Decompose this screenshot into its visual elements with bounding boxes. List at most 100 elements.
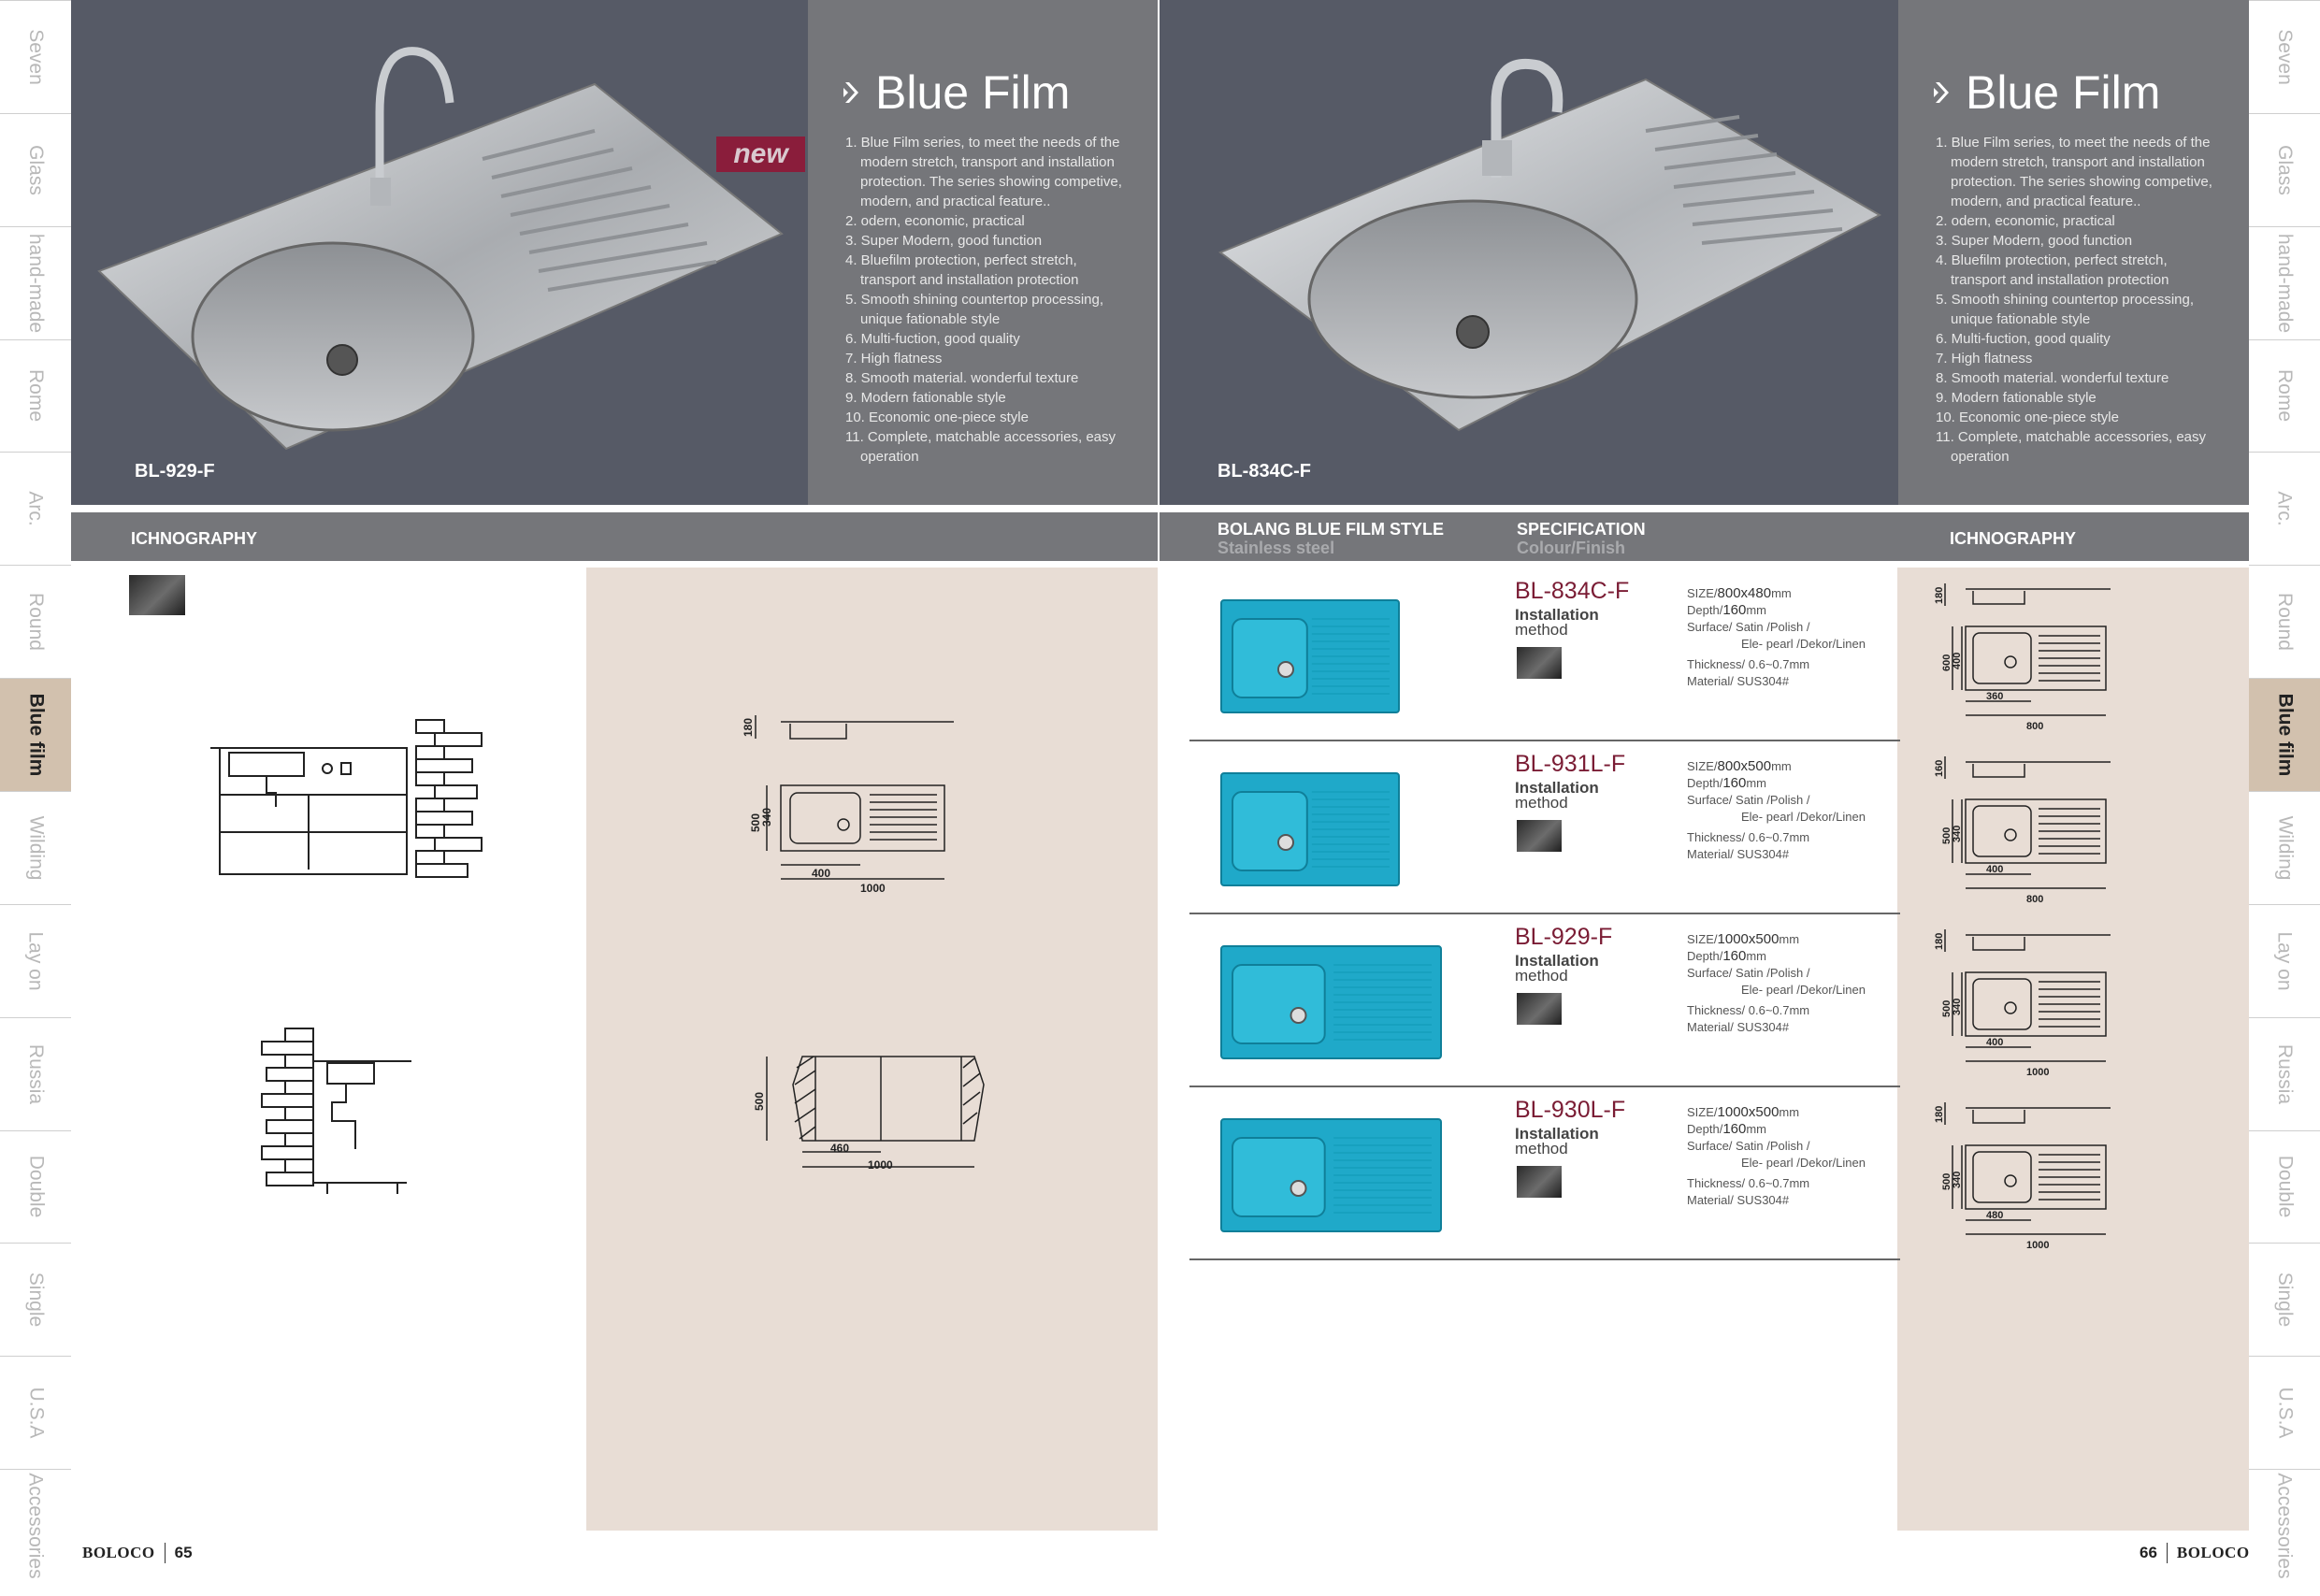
- spec-thickness: Thickness/ 0.6~0.7mm: [1687, 657, 1810, 671]
- sink-photo-left: [97, 47, 784, 451]
- brand-logo: BOLOCO: [2176, 1544, 2250, 1561]
- side-tab-lay-on[interactable]: Lay on: [2249, 903, 2320, 1017]
- side-tab-double[interactable]: Double: [2249, 1129, 2320, 1244]
- footer-separator: [2166, 1543, 2168, 1563]
- side-tab-blue-film[interactable]: Blue film: [2249, 678, 2320, 791]
- feature-item: 11. Complete, matchable accessories, eas…: [1936, 429, 2207, 465]
- side-tab-rome[interactable]: Rome: [2249, 338, 2320, 453]
- dim-width-outer: 500: [1941, 1173, 1953, 1190]
- dim-width-inner: 340: [1952, 826, 1963, 842]
- side-tab-round[interactable]: Round: [2249, 565, 2320, 678]
- blue-film-sink-photo: [1220, 945, 1442, 1059]
- spec-material: Material/ SUS304#: [1687, 1020, 1790, 1034]
- side-tab-label: Blue film: [2274, 693, 2296, 777]
- dim-height: 180: [1934, 933, 1945, 950]
- dim-bowl: 400: [1986, 864, 2003, 875]
- depth-unit: mm: [1746, 949, 1767, 963]
- side-tab-hand-made[interactable]: hand-made: [0, 225, 71, 339]
- side-tab-single[interactable]: Single: [0, 1243, 71, 1356]
- footer-left: BOLOCO 65: [82, 1543, 193, 1563]
- side-tab-round[interactable]: Round: [0, 565, 71, 678]
- side-tab-arc[interactable]: Arc.: [2249, 452, 2320, 565]
- footer-right: 66 BOLOCO: [2140, 1543, 2250, 1563]
- side-tab-accessories[interactable]: Accessories: [2249, 1469, 2320, 1582]
- dim-bowl: 400: [1986, 1037, 2003, 1048]
- finish-swatch: [129, 575, 185, 615]
- side-tab-u-s-a[interactable]: U.S.A: [2249, 1356, 2320, 1469]
- feature-item: 8. Smooth material. wonderful texture: [1936, 370, 2169, 386]
- side-tab-rome[interactable]: Rome: [0, 338, 71, 453]
- installation-label: Installation: [1515, 1125, 1599, 1143]
- side-tab-glass[interactable]: Glass: [2249, 112, 2320, 226]
- method-label: method: [1515, 794, 1568, 812]
- spec-surface-cont: Ele- pearl /Dekor/Linen: [1741, 1156, 1866, 1170]
- side-tab-arc[interactable]: Arc.: [0, 452, 71, 565]
- side-tab-hand-made[interactable]: hand-made: [2249, 225, 2320, 339]
- hero-model-label: BL-929-F: [135, 461, 215, 482]
- cut-dim-height: 500: [753, 1092, 766, 1111]
- dim-height: 180: [1934, 1106, 1945, 1123]
- depth-value: 160: [1722, 1121, 1747, 1137]
- side-tab-wilding[interactable]: Wilding: [2249, 791, 2320, 904]
- section-title: ICHNOGRAPHY: [131, 529, 258, 548]
- side-tab-label: Rome: [2274, 369, 2296, 423]
- side-tab-russia[interactable]: Russia: [2249, 1016, 2320, 1130]
- size-value: 1000x500: [1717, 1104, 1780, 1120]
- hero-image-left: new BL-929-F: [71, 0, 808, 505]
- method-label: method: [1515, 621, 1568, 639]
- product-model: BL-834C-F: [1515, 578, 1630, 604]
- dim-length: 1000: [860, 882, 886, 895]
- side-tab-wilding[interactable]: Wilding: [0, 791, 71, 904]
- blue-film-sink-photo: [1220, 599, 1400, 713]
- spec-depth: Depth/160mm: [1687, 948, 1866, 965]
- spec-material: Material/ SUS304#: [1687, 674, 1790, 688]
- dim-width-outer: 500: [1941, 1000, 1953, 1017]
- feature-item: 11. Complete, matchable accessories, eas…: [845, 429, 1117, 465]
- tech-drawing-cutout: 500 460 1000: [753, 1056, 985, 1172]
- feature-item: 9. Modern fationable style: [845, 390, 1006, 406]
- side-tab-seven[interactable]: Seven: [2249, 0, 2320, 113]
- dim-width-outer: 500: [749, 813, 762, 832]
- side-tab-label: U.S.A: [2273, 1387, 2296, 1439]
- side-tab-label: Round: [2273, 593, 2296, 652]
- side-tab-single[interactable]: Single: [2249, 1243, 2320, 1356]
- feature-item: 4. Bluefilm protection, perfect stretch,…: [1936, 252, 2169, 288]
- feature-item: 2. odern, economic, practical: [845, 213, 1025, 229]
- side-tab-seven[interactable]: Seven: [0, 0, 71, 113]
- feature-item: 2. odern, economic, practical: [1936, 213, 2115, 229]
- side-tab-lay-on[interactable]: Lay on: [0, 903, 71, 1017]
- side-tab-label: Accessories: [25, 1473, 48, 1579]
- dim-width-inner: 340: [760, 808, 773, 827]
- side-tab-russia[interactable]: Russia: [0, 1016, 71, 1130]
- side-tab-glass[interactable]: Glass: [0, 112, 71, 226]
- size-unit: mm: [1779, 1105, 1800, 1119]
- side-tab-label: U.S.A: [24, 1387, 47, 1439]
- side-tab-label: Blue film: [25, 693, 47, 777]
- spec-thickness: Thickness/ 0.6~0.7mm: [1687, 1176, 1810, 1190]
- depth-value: 160: [1722, 775, 1747, 791]
- feature-panel-right: Blue Film 1. Blue Film series, to meet t…: [1898, 0, 2249, 505]
- side-tab-u-s-a[interactable]: U.S.A: [0, 1356, 71, 1469]
- spec-size: SIZE/1000x500mm: [1687, 931, 1866, 948]
- dim-height: 180: [1934, 587, 1945, 604]
- side-tab-double[interactable]: Double: [0, 1129, 71, 1244]
- feature-item: 6. Multi-fuction, good quality: [845, 331, 1020, 347]
- feature-panel-left: Blue Film 1. Blue Film series, to meet t…: [808, 0, 1158, 505]
- spec-title: SPECIFICATION: [1517, 520, 1646, 539]
- blue-film-sink-photo: [1220, 772, 1400, 886]
- side-tab-accessories[interactable]: Accessories: [0, 1469, 71, 1582]
- feature-item: 10. Economic one-piece style: [845, 410, 1029, 425]
- cut-dim-bowl: 460: [830, 1142, 849, 1155]
- size-value: 800x480: [1717, 585, 1772, 601]
- drawing-panel-right: [1897, 568, 2249, 1531]
- side-tab-blue-film[interactable]: Blue film: [0, 678, 71, 791]
- dim-length: 1000: [2026, 1240, 2049, 1251]
- feature-item: 10. Economic one-piece style: [1936, 410, 2119, 425]
